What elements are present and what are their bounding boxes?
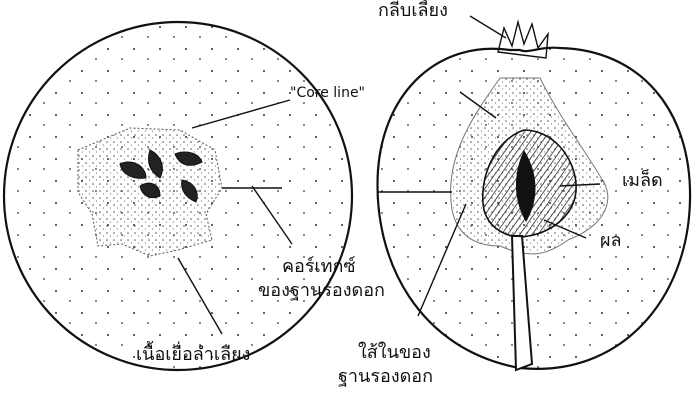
label-core-line: "Core line" [290,86,365,100]
label-cortex-line2: ของฐานรองดอก [258,282,385,300]
label-pith-line2: ฐานรองดอก [338,368,433,386]
longitudinal-section [377,16,690,370]
label-fruit: ผล [600,232,622,250]
label-pith-line1: ใส้ในของ [358,344,431,362]
label-vascular: เนื้อเยื่อลำเลียง [136,346,250,364]
label-cortex-line1: คอร์เทกซ์ [282,258,356,276]
cross-section [4,22,352,370]
label-sepal: กลีบเลี้ยง [378,2,448,20]
label-seed: เมล็ด [622,172,663,190]
